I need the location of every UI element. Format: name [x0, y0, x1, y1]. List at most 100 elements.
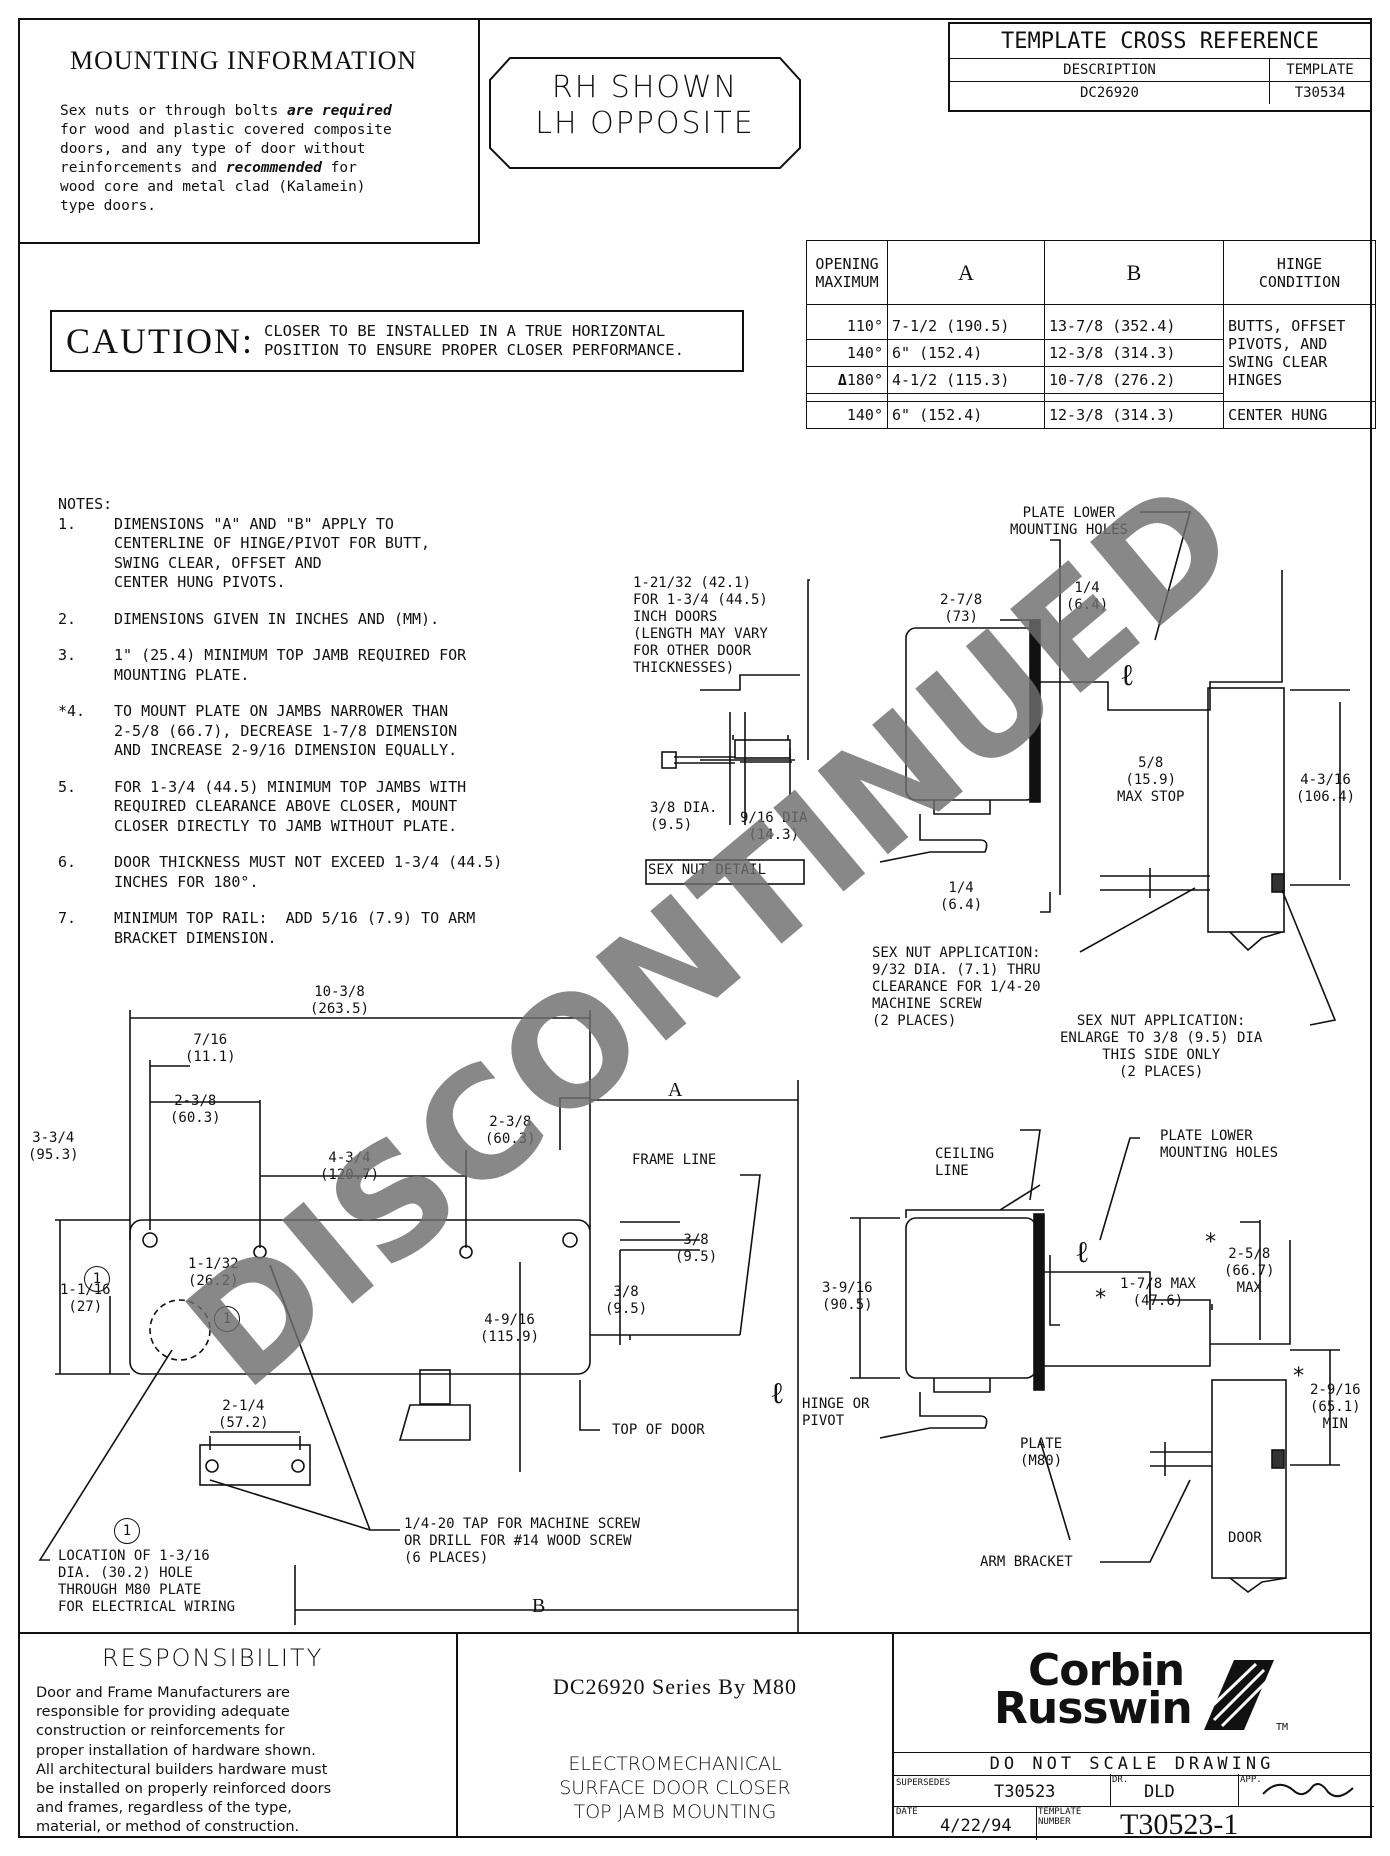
dim-4-3-4: 4-3/4 (120.7): [320, 1150, 380, 1183]
note-item: 7. MINIMUM TOP RAIL: ADD 5/16 (7.9) TO AR…: [58, 909, 578, 948]
drawn-by-label: DR.: [1112, 1775, 1129, 1785]
note-number: 7.: [58, 909, 77, 927]
col-b-header: B: [1044, 240, 1224, 305]
col-a-header: A: [887, 240, 1045, 305]
dim-1-1-32: 1-1/32 (26.2): [188, 1256, 239, 1289]
hinge-line: BUTTS, OFFSET: [1228, 316, 1346, 335]
caution-text: CLOSER TO BE INSTALLED IN A TRUE HORIZON…: [264, 322, 684, 360]
cross-ref-template-header: TEMPLATE: [1269, 58, 1370, 82]
note-text: TO MOUNT PLATE ON JAMBS NARROWER THAN 2-…: [114, 702, 458, 759]
asterisk-icon: *: [1204, 1230, 1218, 1255]
dim-a-label: A: [668, 1079, 683, 1101]
drawn-by-value: DLD: [1144, 1782, 1175, 1802]
dim-1-4-top: 1/4 (6.4): [1066, 580, 1109, 613]
product-series: DC26920 Series By M80: [552, 1674, 798, 1699]
mounting-line: for: [321, 160, 357, 176]
hinge-header-line: HINGE: [1276, 254, 1323, 273]
table-cell: CENTER HUNG: [1223, 401, 1376, 429]
hand-line-1: RH SHOWN: [551, 70, 739, 105]
circle-1-marker: 1: [114, 1518, 140, 1544]
note-text: DIMENSIONS "A" AND "B" APPLY TO CENTERLI…: [114, 514, 431, 592]
table-cell: 13-7/8 (352.4): [1044, 312, 1224, 340]
cross-ref-desc: DC26920: [950, 81, 1270, 104]
mounting-line: for wood and plastic covered composite: [60, 122, 392, 138]
asterisk-icon: *: [1094, 1286, 1108, 1311]
notes-title: NOTES:: [58, 495, 113, 513]
hinge-line: HINGES: [1228, 370, 1283, 389]
mounting-info-title: MOUNTING INFORMATION: [70, 46, 418, 75]
ceiling-line-label: CEILING LINE: [935, 1146, 995, 1179]
trademark: TM: [1276, 1722, 1289, 1733]
dim-2-1-4: 2-1/4 (57.2): [218, 1398, 269, 1431]
sex-nut-dia-1: 3/8 DIA. (9.5): [650, 800, 718, 833]
date-cell: DATE 4/22/94: [894, 1806, 1037, 1840]
plate-m80-label: PLATE (M80): [1020, 1436, 1063, 1469]
product-description: ELECTROMECHANICAL SURFACE DOOR CLOSER TO…: [458, 1752, 892, 1824]
cross-ref-title: TEMPLATE CROSS REFERENCE: [950, 24, 1370, 59]
table-cell: 6" (152.4): [887, 339, 1045, 367]
note-text: MINIMUM TOP RAIL: ADD 5/16 (7.9) TO ARM …: [114, 909, 476, 947]
dim-3-8-b: 3/8 (9.5): [605, 1284, 648, 1317]
logo-line-2: Russwin: [994, 1683, 1193, 1734]
title-block: Corbin Russwin TM DO NOT SCALE DRAWING S…: [892, 1632, 1374, 1841]
note-text: FOR 1-3/4 (44.5) MINIMUM TOP JAMBS WITH …: [114, 777, 467, 835]
mounting-emphasis: recommended: [225, 160, 322, 176]
cross-ref-template: T30534: [1269, 81, 1370, 104]
note-item: 2.DIMENSIONS GIVEN IN INCHES AND (MM).: [58, 610, 578, 630]
mounting-line: Sex nuts or through bolts: [60, 103, 287, 119]
date-value: 4/22/94: [940, 1816, 1012, 1836]
table-cell: 10-7/8 (276.2): [1044, 366, 1224, 394]
notes-list: 1.DIMENSIONS "A" AND "B" APPLY TO CENTER…: [58, 515, 578, 949]
responsibility-title: RESPONSIBILITY: [102, 1644, 324, 1672]
mounting-info-text: Sex nuts or through bolts are required f…: [60, 102, 460, 216]
sex-nut-dimension: 1-21/32 (42.1) FOR 1-3/4 (44.5) INCH DOO…: [633, 575, 768, 676]
note-item: 6.DOOR THICKNESS MUST NOT EXCEED 1-3/4 (…: [58, 853, 578, 892]
mounting-line: doors, and any type of door without: [60, 141, 366, 157]
product-line: ELECTROMECHANICAL: [568, 1753, 782, 1775]
table-cell: 12-3/8 (314.3): [1044, 339, 1224, 367]
caution-line: POSITION TO ENSURE PROPER CLOSER PERFORM…: [264, 341, 684, 359]
hinge-group: BUTTS, OFFSET PIVOTS, AND SWING CLEAR HI…: [1223, 312, 1376, 402]
opening-header-line: MAXIMUM: [815, 272, 879, 291]
logo-line-1: Corbin: [1028, 1645, 1185, 1696]
hinge-header-line: CONDITION: [1258, 272, 1341, 291]
frame-line-label: FRAME LINE: [632, 1152, 717, 1168]
sex-nut-detail-label: SEX NUT DETAIL: [648, 862, 767, 878]
sex-nut-dia-2: 9/16 DIA (14.3): [740, 810, 808, 843]
template-cross-reference: TEMPLATE CROSS REFERENCE DESCRIPTION TEM…: [948, 22, 1372, 112]
mounting-line: reinforcements and: [60, 160, 226, 176]
delta-icon: Δ: [837, 371, 847, 389]
table-cell: 180°: [846, 371, 883, 389]
dim-b-label: B: [532, 1595, 546, 1617]
template-number-value: T30523-1: [1120, 1808, 1239, 1841]
responsibility-box: RESPONSIBILITY Door and Frame Manufactur…: [18, 1632, 458, 1838]
supersedes-cell: SUPERSEDES T30523: [894, 1774, 1111, 1807]
dim-4-3-16: 4-3/16 (106.4): [1296, 772, 1356, 805]
location-note: LOCATION OF 1-3/16 DIA. (30.2) HOLE THRO…: [58, 1548, 236, 1615]
note-number: 3.: [58, 646, 77, 664]
approved-label: APP.: [1240, 1775, 1262, 1785]
note-item: 5. FOR 1-3/4 (44.5) MINIMUM TOP JAMBS WIT…: [58, 778, 578, 837]
sex-nut-application-2: SEX NUT APPLICATION: ENLARGE TO 3/8 (9.5…: [1060, 1013, 1263, 1080]
note-number: 5.: [58, 777, 77, 796]
note-number: *4.: [58, 702, 86, 720]
note-item: 3.1" (25.4) MINIMUM TOP JAMB REQUIRED FO…: [58, 646, 578, 685]
door-label: DOOR: [1228, 1530, 1262, 1546]
circle-1-marker: 1: [214, 1306, 240, 1332]
note-text: DIMENSIONS GIVEN IN INCHES AND (MM).: [114, 609, 440, 628]
mounting-info-box: MOUNTING INFORMATION Sex nuts or through…: [18, 18, 480, 244]
logo-mark-icon: [1204, 1660, 1274, 1730]
dim-2-3-8-right: 2-3/8 (60.3): [485, 1114, 536, 1147]
table-cell: 12-3/8 (314.3): [1044, 401, 1224, 429]
approved-cell: APP.: [1238, 1774, 1374, 1807]
tap-note: 1/4-20 TAP FOR MACHINE SCREW OR DRILL FO…: [404, 1516, 641, 1566]
template-number-label: TEMPLATE NUMBER: [1038, 1807, 1082, 1827]
date-label: DATE: [896, 1807, 918, 1817]
do-not-scale: DO NOT SCALE DRAWING: [894, 1752, 1370, 1776]
table-cell: 4-1/2 (115.3): [887, 366, 1045, 394]
asterisk-icon: *: [1292, 1364, 1306, 1389]
